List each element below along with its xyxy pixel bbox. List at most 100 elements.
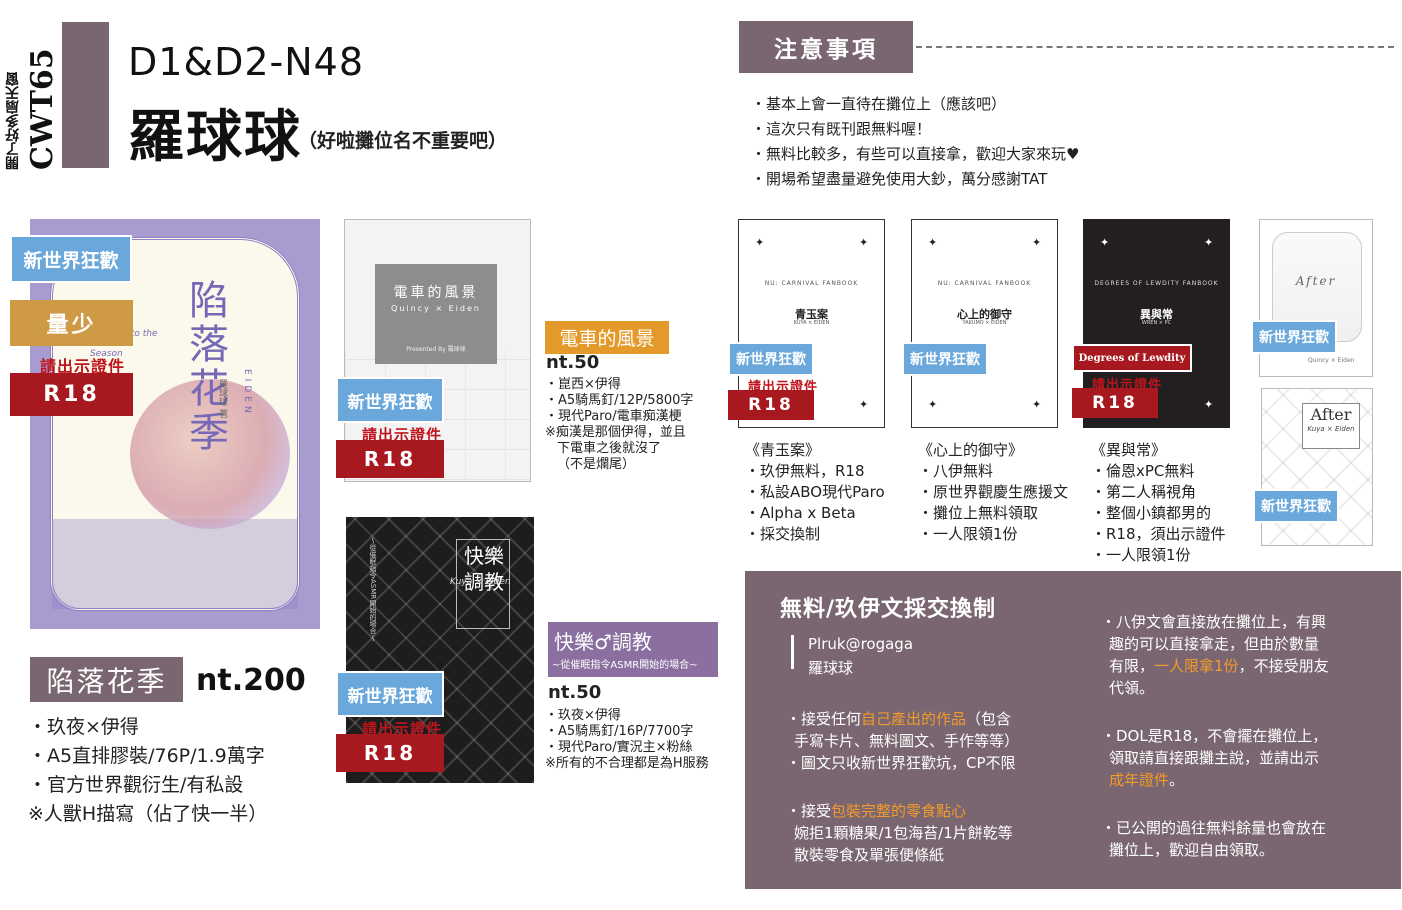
freebie3-cover-title: 異與常 (1140, 308, 1173, 321)
tag-new-world: 新世界狂歡 (10, 235, 132, 283)
book3-title-block: 快樂♂調教 ~從催眠指令ASMR開始的場合~ (548, 622, 718, 677)
rule-text: （包含 (966, 710, 1012, 728)
after-cover-1-title: After (1295, 274, 1337, 288)
id-required-text: 請出示證件 (40, 357, 126, 376)
sparkle-icon: ✦ (859, 398, 869, 411)
freebie3-series-tag: Degrees of Lewdity (1072, 344, 1192, 372)
freebie2-cover-sub: YAKUMO × EIDEN (962, 320, 1007, 326)
book1-cover-title: 陷落花季 (182, 279, 228, 455)
tag-r18: R18 (10, 373, 133, 416)
after-cover-2-names: Kuya × Eiden (1307, 425, 1355, 433)
freebie3-cover-sub: WREN × PC (1141, 320, 1172, 326)
rule-text: ・DOL是R18，不會擺在攤位上， (1101, 727, 1328, 745)
sparkle-icon: ✦ (1204, 236, 1214, 249)
book2-cover-title: 電車的風景 (393, 285, 479, 301)
tag-new-world: 新世界狂歡 (1251, 320, 1337, 354)
freebie1-detail: ・Alpha x Beta (745, 504, 856, 522)
freebie3-detail: ・R18，須出示證件 (1091, 525, 1226, 543)
freebie1-name: 《青玉案》 (745, 441, 821, 459)
after-cover-1-names: Quincy × Eiden (1308, 357, 1355, 364)
book2-detail: ・A5騎馬釘/12P/5800字 (545, 393, 694, 408)
rule-text: 婉拒1顆糖果/1包海苔/1片餅乾等 (794, 824, 1013, 842)
rule-text: 趣的可以直接拿走，但由於數量 (1109, 635, 1320, 653)
book3-cover-side: ～從催眠指令ASMR開始的場合～ (369, 537, 377, 642)
rule-text: 攤位上，歡迎自由領取。 (1109, 841, 1275, 859)
freebie1-detail: ・私設ABO現代Paro (745, 483, 885, 501)
book2-detail: （不是爛尾） (557, 457, 636, 472)
book3-cover-en: Kuya × Eiden (450, 577, 511, 587)
rule-highlight: 自己產出的作品 (861, 710, 967, 728)
tag-new-world: 新世界狂歡 (1253, 489, 1339, 523)
book1-detail: ・玖夜×伊得 (28, 716, 139, 738)
sparkle-icon: ✦ (1032, 236, 1042, 249)
book2-cover-panel: 電車的風景 Quincy × Eiden Presented By 羅球球 (375, 264, 497, 364)
sparkle-icon: ✦ (1032, 398, 1042, 411)
sparkle-icon: ✦ (1204, 398, 1214, 411)
circle-name: 羅球球 (128, 105, 302, 170)
tag-new-world: 新世界狂歡 (728, 342, 814, 376)
book3-cover-frame (456, 539, 510, 629)
rule-text: ・接受任何 (786, 710, 862, 728)
event-label: 開了好多扇天窗 CWT65 (5, 30, 60, 170)
book2-cover-names: Quincy × Eiden (391, 304, 481, 313)
book2-detail: ・崑西×伊得 (545, 377, 621, 392)
book3-title: 快樂♂調教 (554, 630, 652, 654)
notice-item: ・開場希望盡量避免使用大鈔，萬分感謝TAT (751, 170, 1048, 188)
freebie2-name: 《心上的御守》 (918, 441, 1024, 459)
rule-text: 手寫卡片、無料圖文、手作等等） (794, 732, 1020, 750)
book3-detail: ※所有的不合理都是為H服務 (545, 756, 709, 771)
notice-divider (916, 46, 1394, 48)
freebie1-detail: ・採交換制 (745, 525, 821, 543)
rule-highlight: 一人限拿1份 (1154, 657, 1239, 675)
book2-detail: 下電車之後就沒了 (557, 441, 662, 456)
circle-note: （好啦攤位名不重要吧） (298, 130, 508, 152)
freebie2-detail: ・一人限領1份 (918, 525, 1018, 543)
freebie1-info: 《青玉案》 ・玖伊無料，R18 ・私設ABO現代Paro ・Alpha x Be… (745, 440, 885, 545)
freebie2-info: 《心上的御守》 ・八伊無料 ・原世界觀慶生應援文 ・攤位上無料領取 ・一人限領1… (918, 440, 1068, 545)
contact-handle: Plruk@rogaga (808, 635, 914, 653)
rule-text: ・已公開的過往無料餘量也會放在 (1101, 819, 1327, 837)
notice-list: ・基本上會一直待在攤位上（應該吧） ・這次只有既刊跟無料喔！ ・無料比較多，有些… (751, 92, 1079, 192)
notice-item: ・基本上會一直待在攤位上（應該吧） (751, 95, 1007, 113)
book1-price: nt.200 (196, 663, 306, 698)
freebie3-detail: ・整個小鎮都男的 (1091, 504, 1212, 522)
sparkle-icon: ✦ (928, 236, 938, 249)
freebie1-cover-title: 青玉案 (795, 308, 828, 321)
book3-cover-title: 快樂調教 (464, 544, 504, 594)
tag-new-world: 新世界狂歡 (336, 671, 444, 717)
id-required-text: 請出示證件 (362, 720, 443, 738)
tag-new-world: 新世界狂歡 (902, 342, 988, 376)
book3-subtitle: ~從催眠指令ASMR開始的場合~ (552, 660, 698, 671)
id-required-text: 請出示證件 (362, 426, 443, 444)
event-name: CWT65 (24, 48, 60, 170)
freebie2-detail: ・八伊無料 (918, 462, 994, 480)
tag-r18: R18 (728, 390, 814, 420)
booth-number: D1&D2-N48 (128, 40, 364, 84)
rule-text: 散裝零食及單張便條紙 (794, 846, 945, 864)
rule-text: ，不接受朋友 (1238, 657, 1329, 675)
freebie1-detail: ・玖伊無料，R18 (745, 462, 865, 480)
exchange-title: 無料/玖伊文採交換制 (780, 597, 997, 622)
tag-r18: R18 (336, 734, 444, 772)
tag-r18: R18 (1072, 388, 1158, 418)
rule-text: 有限， (1109, 657, 1155, 675)
after-cover-2-title: After (1310, 405, 1352, 424)
book2-title: 電車的風景 (545, 321, 669, 354)
tag-new-world: 新世界狂歡 (336, 377, 444, 423)
rule-highlight: 包裝完整的零食點心 (831, 802, 967, 820)
sparkle-icon: ✦ (859, 236, 869, 249)
book1-details: ・玖夜×伊得 ・A5直排膠裝/76P/1.9萬字 ・官方世界觀衍生/有私設 ※人… (28, 713, 267, 829)
book3-detail: ・A5騎馬釘/16P/7700字 (545, 724, 694, 739)
after-cover-2-frame (1302, 403, 1360, 449)
rule-text: 代領。 (1109, 679, 1155, 697)
sparkle-icon: ✦ (755, 236, 765, 249)
book3-details: ・玖夜×伊得 ・A5騎馬釘/16P/7700字 ・現代Paro/實況主×粉絲 ※… (545, 708, 709, 772)
book3-price: nt.50 (548, 682, 602, 703)
notice-heading: 注意事項 (739, 21, 913, 73)
book2-cover-credit: Presented By 羅球球 (406, 346, 466, 353)
rule-text: 領取請直接跟攤主說，並請出示 (1109, 749, 1320, 767)
exchange-right-rules: ・八伊文會直接放在攤位上，有興 趣的可以直接拿走，但由於數量 有限，一人限拿1份… (1101, 611, 1329, 861)
book3-detail: ・玖夜×伊得 (545, 708, 621, 723)
book2-detail: ※痴漢是那個伊得，並且 (545, 425, 686, 440)
sparkle-icon: ✦ (1100, 236, 1110, 249)
